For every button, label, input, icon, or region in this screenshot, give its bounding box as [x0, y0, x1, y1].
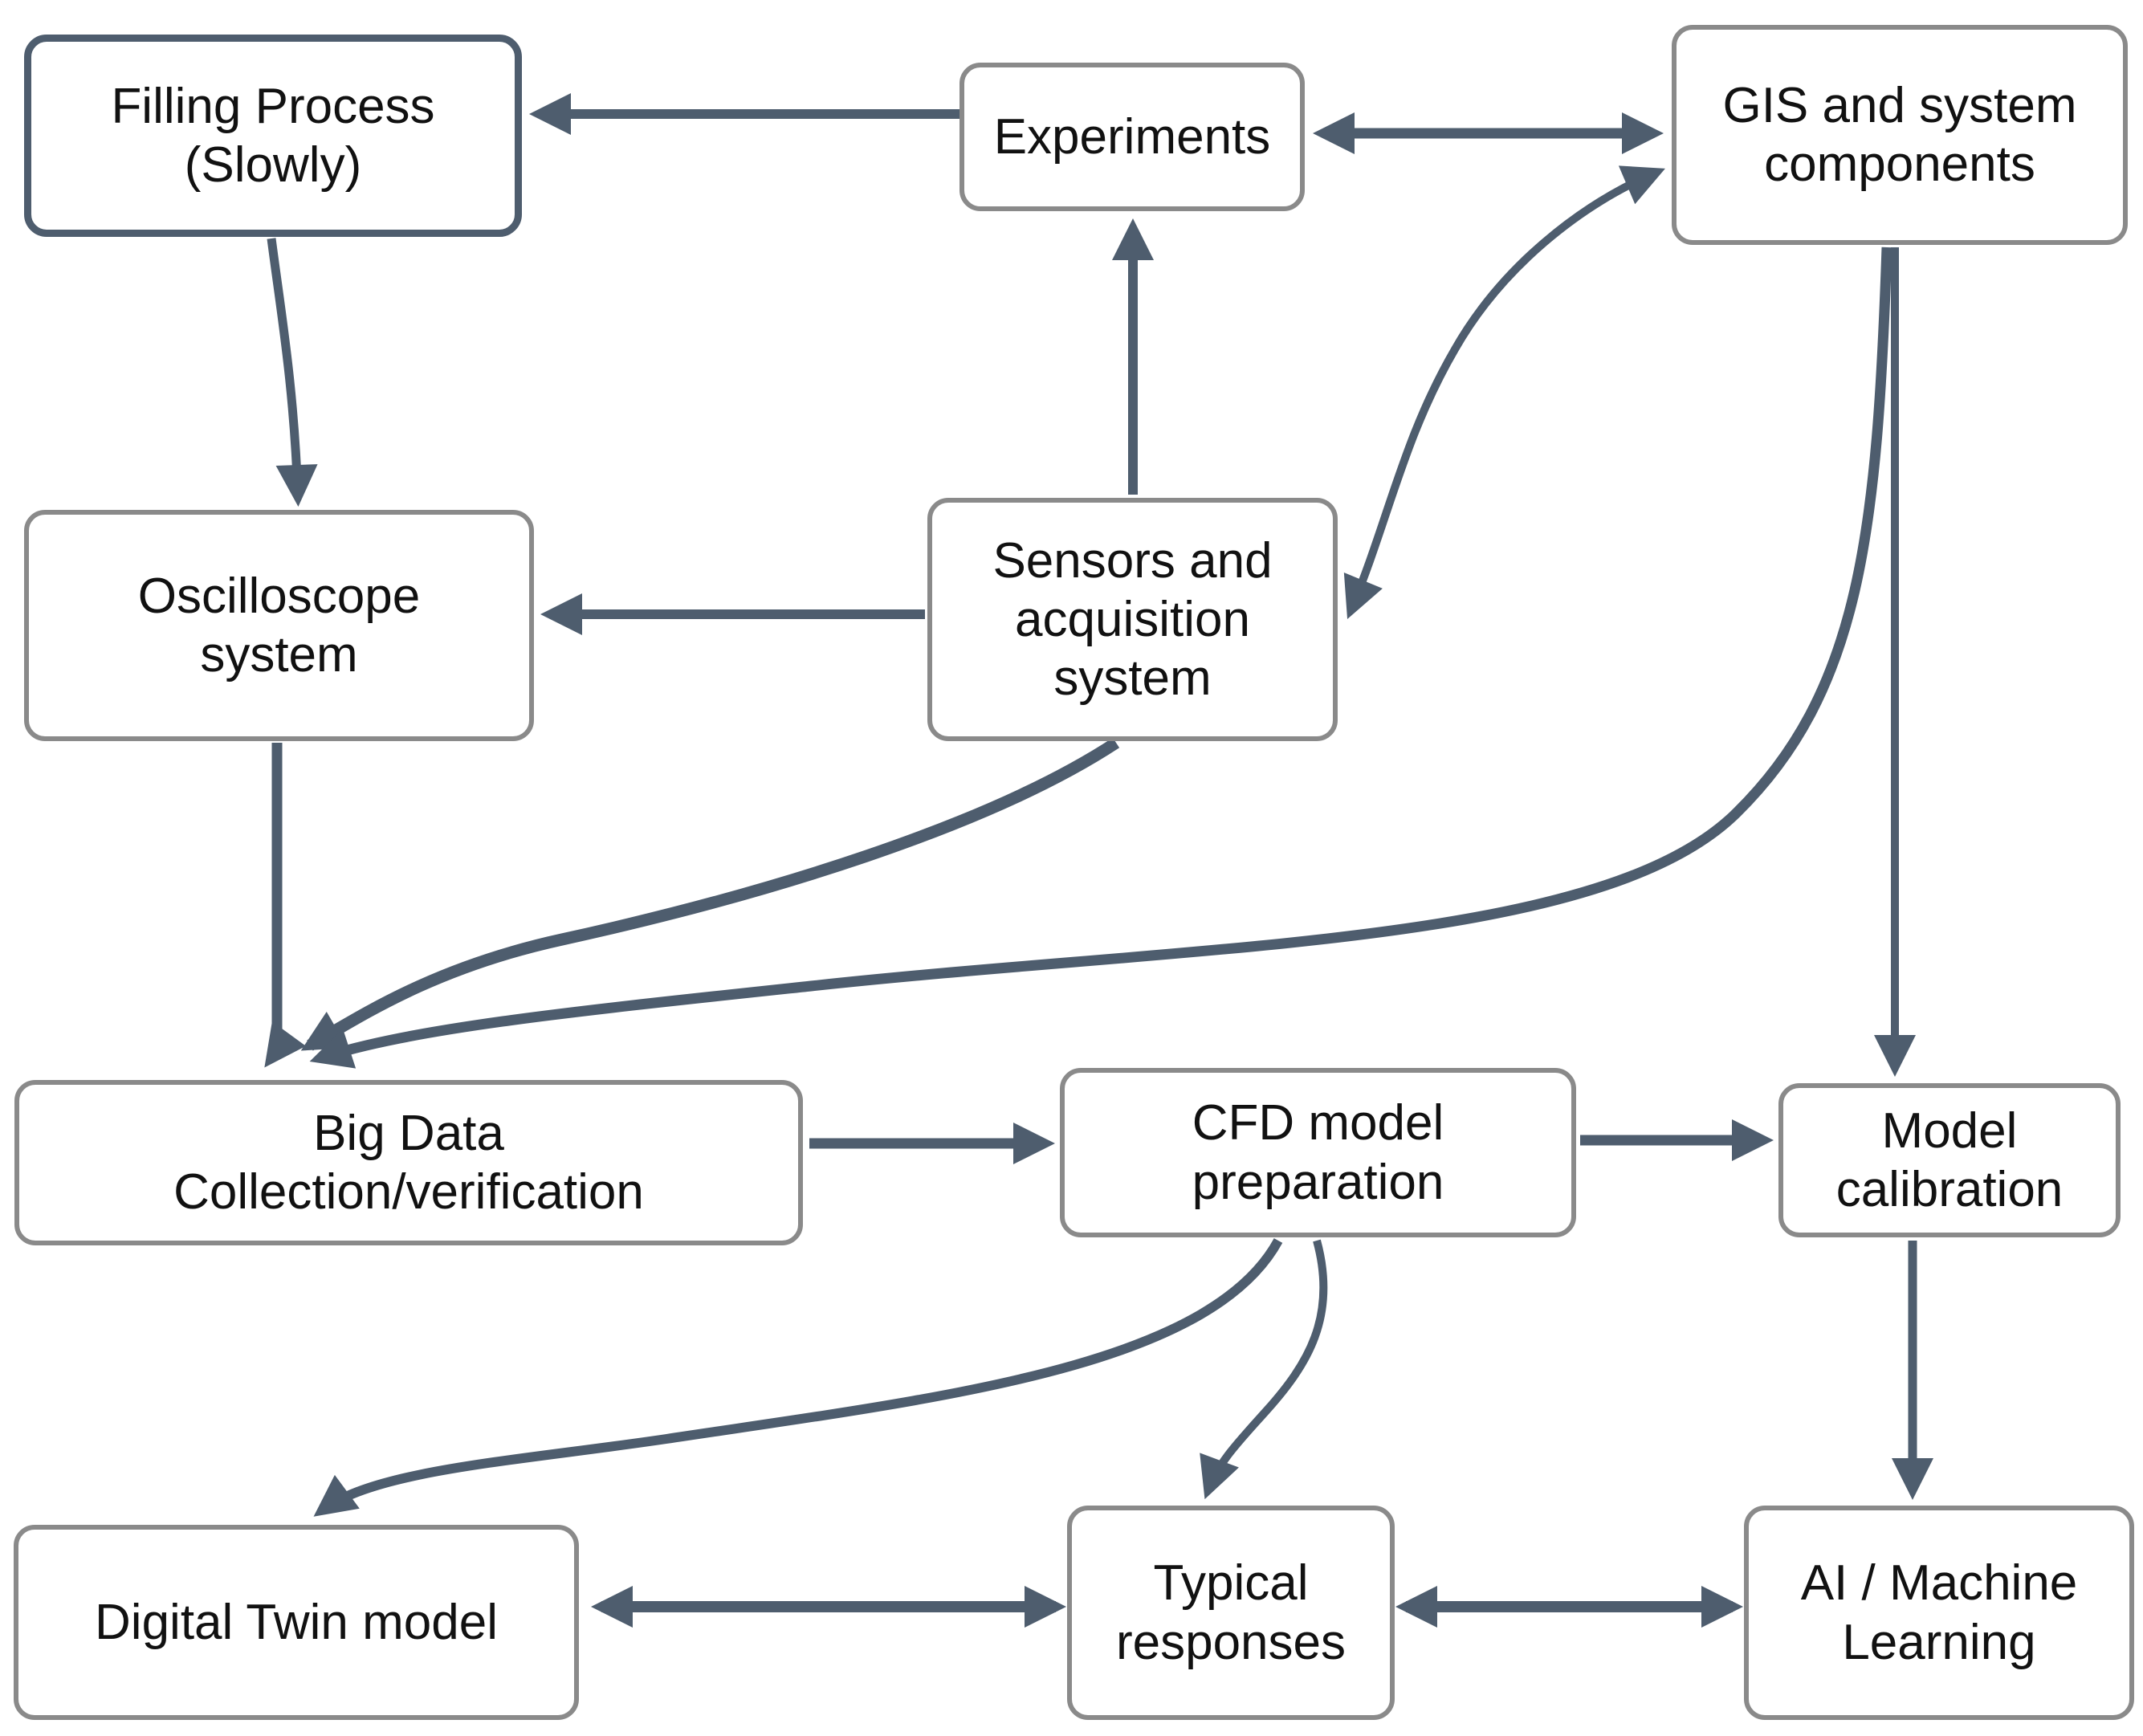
node-oscilloscope-system: Oscilloscope system	[24, 510, 534, 741]
node-sensors-and-acquisition-system: Sensors and acquisition system	[927, 498, 1338, 741]
node-experiments: Experiments	[959, 63, 1305, 211]
edge-cfd-to-digital-twin	[313, 1238, 1283, 1517]
edge-gis-to-big-data	[309, 247, 1892, 1069]
node-big-data-collection-verification: Big Data Collection/verification	[14, 1080, 803, 1245]
node-ai-machine-learning: AI / Machine Learning	[1744, 1506, 2134, 1720]
node-digital-twin-model: Digital Twin model	[14, 1525, 579, 1720]
edge-gis-sensors-two-way	[1343, 165, 1665, 620]
edge-cfd-to-typical-responses	[1200, 1239, 1328, 1500]
edge-filling-process-to-oscilloscope	[267, 238, 318, 507]
edge-oscilloscope-to-big-data	[264, 743, 306, 1068]
node-gis-and-system-components: GIS and system components	[1672, 25, 2128, 245]
node-filling-process: Filling Process (Slowly)	[24, 35, 522, 237]
node-typical-responses: Typical responses	[1067, 1506, 1395, 1720]
edge-sensors-to-big-data	[300, 737, 1120, 1051]
node-cfd-model-preparation: CFD model preparation	[1060, 1068, 1576, 1237]
node-model-calibration: Model calibration	[1778, 1083, 2121, 1237]
